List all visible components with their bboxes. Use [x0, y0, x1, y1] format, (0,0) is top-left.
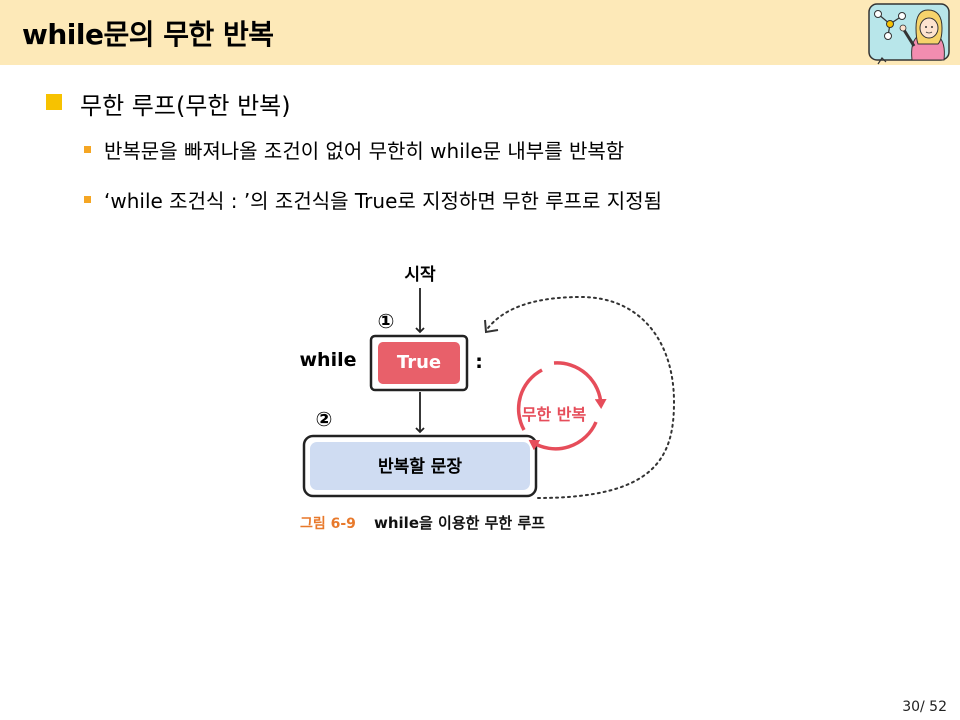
cycle-arc-bottom	[528, 421, 598, 451]
cycle-arc-left	[516, 368, 543, 431]
cycle-arc-right	[553, 361, 607, 409]
page-number: 30/ 52	[902, 699, 947, 715]
figure-number: 그림 6-9	[300, 516, 356, 532]
bullet-heading: 무한 루프(무한 반복)	[80, 92, 291, 120]
bullet-square-icon	[46, 94, 62, 110]
body-label: 반복할 문장	[378, 457, 462, 477]
sub-bullet-icon	[84, 146, 91, 153]
figure-caption: while을 이용한 무한 루프	[374, 514, 545, 532]
true-label: True	[397, 352, 441, 373]
loop-back-arrow	[487, 295, 676, 499]
infinite-loop-label: 무한 반복	[522, 405, 587, 424]
start-label: 시작	[404, 265, 436, 285]
while-keyword: while	[300, 349, 357, 371]
colon-label: :	[475, 351, 483, 373]
sub-bullet-icon	[84, 196, 91, 203]
sub-bullet-text: 반복문을 빠져나올 조건이 없어 무한히 while문 내부를 반복함	[104, 139, 625, 163]
infinite-loop-diagram: 시작 ① while True : ② 반복할 문장 무한 반복 그림 6-9 …	[296, 252, 688, 542]
slide-title: while문의 무한 반복	[22, 18, 274, 51]
step-1-badge: ①	[378, 309, 395, 333]
true-box	[378, 342, 460, 384]
step-2-badge: ②	[316, 407, 333, 431]
body-box	[310, 442, 530, 490]
loop-back-arrowhead	[484, 319, 499, 334]
title-bar: while문의 무한 반복	[0, 0, 960, 65]
presenter-avatar-icon	[866, 2, 952, 70]
sub-bullet-text: ‘while 조건식 : ’의 조건식을 True로 지정하면 무한 루프로 지…	[104, 189, 663, 213]
